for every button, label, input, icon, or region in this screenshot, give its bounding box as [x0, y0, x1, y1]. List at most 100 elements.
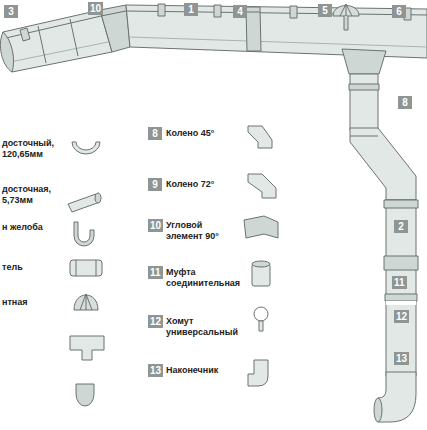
downpipe-tip [374, 398, 382, 422]
elbow-72-icon [248, 174, 276, 198]
clamp-icon [259, 321, 263, 331]
part-name: досточная, 5,73мм [2, 184, 66, 206]
gutter-bracket [158, 4, 165, 16]
corner-icon [244, 216, 278, 238]
callout-number: 2 [394, 220, 408, 233]
clamp [385, 294, 417, 301]
gutter-left [38, 19, 78, 63]
callout-number: 10 [88, 2, 103, 15]
protective-grate [333, 4, 359, 30]
connector-icon [76, 260, 96, 276]
bracket-icon [74, 222, 94, 246]
funnel [342, 49, 386, 74]
elbow-45 [350, 128, 416, 200]
gutter-main [126, 5, 427, 58]
gutter-connector [246, 7, 261, 51]
bracket-icon [74, 222, 94, 246]
downpipe-tip [378, 372, 416, 422]
part-name: н желоба [2, 222, 66, 233]
downpipe-upper [349, 74, 379, 130]
callout-number: 4 [233, 5, 247, 18]
connector-icon [70, 260, 102, 276]
elbow-45 [350, 128, 416, 200]
downpipe-upper [350, 74, 378, 130]
part-name: Колено 45° [166, 128, 244, 139]
elbow-72-icon [248, 174, 276, 198]
grate-icon [74, 295, 98, 310]
gutter-left [10, 42, 108, 62]
elbow-45-icon [248, 126, 272, 148]
grate-icon [80, 294, 92, 310]
pipe-icon [95, 193, 101, 203]
coupling [384, 256, 418, 270]
tip-icon [248, 360, 268, 386]
downpipe-upper [349, 84, 379, 90]
gutter-illustration [0, 4, 427, 422]
pipe-icon [68, 193, 101, 212]
callout-number: 13 [148, 364, 163, 377]
callout-number: 8 [398, 96, 412, 109]
corner-element [101, 11, 126, 16]
callout-number: 8 [148, 127, 162, 140]
gutter-bracket [214, 5, 221, 17]
callout-number: 13 [394, 352, 409, 365]
clamp-icon [254, 307, 268, 331]
gutter-bracket [290, 6, 297, 18]
gutter-icon [72, 142, 100, 154]
end-cap-icon [76, 384, 94, 406]
clamp [385, 294, 417, 305]
protective-grate [344, 16, 348, 30]
elbow-45-icon [248, 126, 272, 148]
gutter-connector [246, 12, 260, 13]
pipe-icon [68, 194, 100, 212]
connector-icon [70, 260, 102, 276]
gutter-bracket [20, 28, 30, 41]
part-name: Хомут универсальный [166, 316, 248, 338]
callout-number: 12 [394, 310, 409, 323]
protective-grate [340, 4, 352, 16]
part-name: нтная [2, 297, 66, 308]
part-name: Колено 72° [166, 179, 244, 190]
part-name: Муфта соединительная [166, 267, 248, 289]
gutter-main [126, 11, 427, 15]
coupling-icon [252, 261, 270, 286]
part-name: досточный, 120,65мм [2, 138, 66, 160]
funnel-icon [70, 336, 104, 360]
callout-number: 6 [392, 5, 406, 18]
downpipe-tip [374, 372, 416, 422]
gutter-main [126, 5, 427, 58]
clamp-icon [254, 307, 268, 321]
corner-icon [244, 216, 278, 238]
elbow-45 [350, 136, 378, 137]
gutter-bracket [20, 4, 411, 41]
corner-element [100, 5, 130, 52]
part-name: Наконечник [166, 365, 244, 376]
gutter-icon [72, 142, 100, 154]
coupling-icon [252, 261, 270, 267]
callout-number: 9 [148, 178, 162, 191]
callout-number: 5 [318, 4, 332, 17]
gutter-left [0, 10, 112, 72]
callout-number: 11 [148, 266, 163, 279]
callout-number: 3 [4, 5, 18, 18]
clamp [386, 301, 416, 305]
gutter-connector [246, 7, 261, 51]
funnel-icon [70, 336, 104, 360]
grate-icon [74, 294, 98, 310]
callout-number: 10 [148, 219, 163, 232]
end-cap-icon [76, 384, 94, 406]
gutter-illustration [68, 126, 278, 406]
gutter-main [129, 37, 427, 47]
part-name: тель [2, 262, 66, 273]
part-name: Угловой элемент 90° [166, 220, 238, 242]
downpipe [384, 200, 418, 376]
gutter-left [3, 10, 112, 72]
funnel [342, 49, 386, 74]
gutter-left [6, 16, 101, 38]
downpipe [384, 200, 418, 208]
tip-icon [248, 360, 268, 386]
coupling [384, 256, 418, 270]
gutter-left [0, 32, 13, 72]
callout-number: 1 [184, 3, 198, 16]
